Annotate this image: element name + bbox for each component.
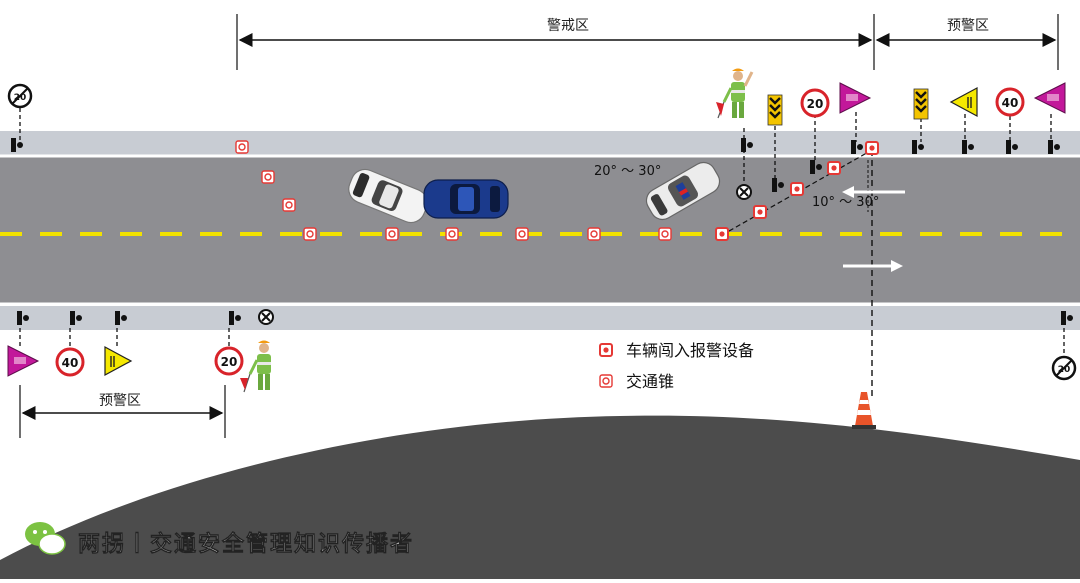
lane-dash: [680, 232, 702, 236]
no-entry-sign-icon: [736, 184, 752, 200]
lane-dash: [760, 232, 782, 236]
lane-dash: [520, 232, 542, 236]
lane-dash: [160, 232, 182, 236]
lane-dash: [200, 232, 222, 236]
traffic-cone-icon: [303, 227, 317, 241]
speed-limit-sign-icon: 20: [800, 88, 830, 118]
intrusion-alarm-icon: [790, 182, 804, 196]
traffic-cone-icon: [587, 227, 601, 241]
speed-limit-sign-icon: 40: [55, 347, 85, 377]
chevron-sign-icon: [913, 88, 929, 120]
speed-limit-sign-icon: 40: [995, 87, 1025, 117]
lane-dash: [320, 232, 342, 236]
lane-dash: [800, 232, 822, 236]
roadside-hill: [0, 415, 1080, 579]
no-entry-sign-icon: [258, 309, 274, 325]
lane-dash: [560, 232, 582, 236]
legend-intrusion-alarm-label: 车辆闯入报警设备: [626, 341, 754, 360]
angle-label-lower: 10° ～ 30°: [812, 195, 879, 210]
flagman-icon: [716, 68, 754, 119]
traffic-cone-icon: [599, 374, 613, 388]
lane-dash: [0, 232, 22, 236]
traffic-cone-icon: [235, 140, 249, 154]
taper-line: [721, 149, 873, 236]
lane-dash: [280, 232, 302, 236]
lower-shoulder: [0, 306, 1080, 330]
flagman-icon: [240, 340, 271, 393]
lane-dash: [480, 232, 502, 236]
svg-text:40: 40: [62, 356, 79, 370]
merge-sign-icon: [949, 86, 978, 118]
svg-text:20: 20: [807, 97, 824, 111]
traffic-cone-icon: [852, 392, 876, 429]
police-car: [645, 161, 721, 221]
svg-text:20: 20: [221, 355, 238, 369]
end-limit-sign-icon: 20: [7, 83, 33, 109]
construction-sign-icon: [1033, 82, 1066, 114]
lane-dash: [360, 232, 382, 236]
chevron-sign-icon: [767, 94, 783, 126]
wechat-logo-icon: [25, 522, 66, 555]
pre-warning-zone-label-bottom: 预警区: [99, 393, 141, 409]
speed-limit-sign-icon: 20: [214, 346, 244, 376]
traffic-cone-icon: [515, 227, 529, 241]
traffic-cone-icon: [445, 227, 459, 241]
pre-warning-zone-label-top: 预警区: [947, 18, 989, 34]
lane-dash: [640, 232, 662, 236]
merge-sign-icon: [104, 345, 133, 377]
svg-text:20: 20: [1058, 365, 1071, 375]
lane-dash: [240, 232, 262, 236]
legend-traffic-cone-label: 交通锥: [626, 372, 674, 391]
roadway: [0, 157, 1080, 304]
intrusion-alarm-icon: [753, 205, 767, 219]
svg-text:20: 20: [14, 93, 27, 103]
traffic-cone-icon: [658, 227, 672, 241]
construction-sign-icon: [7, 345, 40, 377]
lane-dash: [1040, 232, 1062, 236]
traffic-cone-icon: [385, 227, 399, 241]
white-car-crashed: [348, 168, 428, 224]
intrusion-alarm-icon: [827, 161, 841, 175]
intrusion-alarm-icon: [599, 343, 613, 357]
lane-dash: [720, 232, 742, 236]
traffic-cone-icon: [261, 170, 275, 184]
svg-text:40: 40: [1002, 96, 1019, 110]
sign-leader-lines: [19, 108, 1065, 355]
road-markers: [235, 140, 879, 241]
lower-sign-posts: [17, 311, 1073, 325]
lane-dash: [120, 232, 142, 236]
traffic-cone-icon: [282, 198, 296, 212]
intrusion-alarm-icon: [715, 227, 729, 241]
upper-shoulder: [0, 131, 1080, 155]
lane-dash: [920, 232, 942, 236]
lane-dash: [400, 232, 422, 236]
zone-dimensions: 警戒区 预警区 预警区: [19, 14, 1059, 438]
center-lane-line: [0, 232, 1062, 236]
lane-dash: [80, 232, 102, 236]
construction-sign-icon: [839, 82, 872, 114]
lane-dash: [1000, 232, 1022, 236]
lane-dash: [960, 232, 982, 236]
blue-car-crashed: [423, 179, 509, 219]
angle-label-upper: 20° ～ 30°: [594, 164, 661, 179]
lane-dash: [40, 232, 62, 236]
warning-zone-label: 警戒区: [547, 18, 589, 34]
lane-dash: [840, 232, 862, 236]
footer-watermark: 两拐丨交通安全管理知识传播者: [78, 531, 414, 557]
intrusion-alarm-icon: [865, 141, 879, 155]
traffic-direction-arrows: [842, 186, 905, 272]
legend: 车辆闯入报警设备 交通锥: [599, 341, 754, 391]
lane-dash: [880, 232, 902, 236]
end-limit-sign-icon: 20: [1051, 355, 1077, 381]
lane-dash: [600, 232, 622, 236]
